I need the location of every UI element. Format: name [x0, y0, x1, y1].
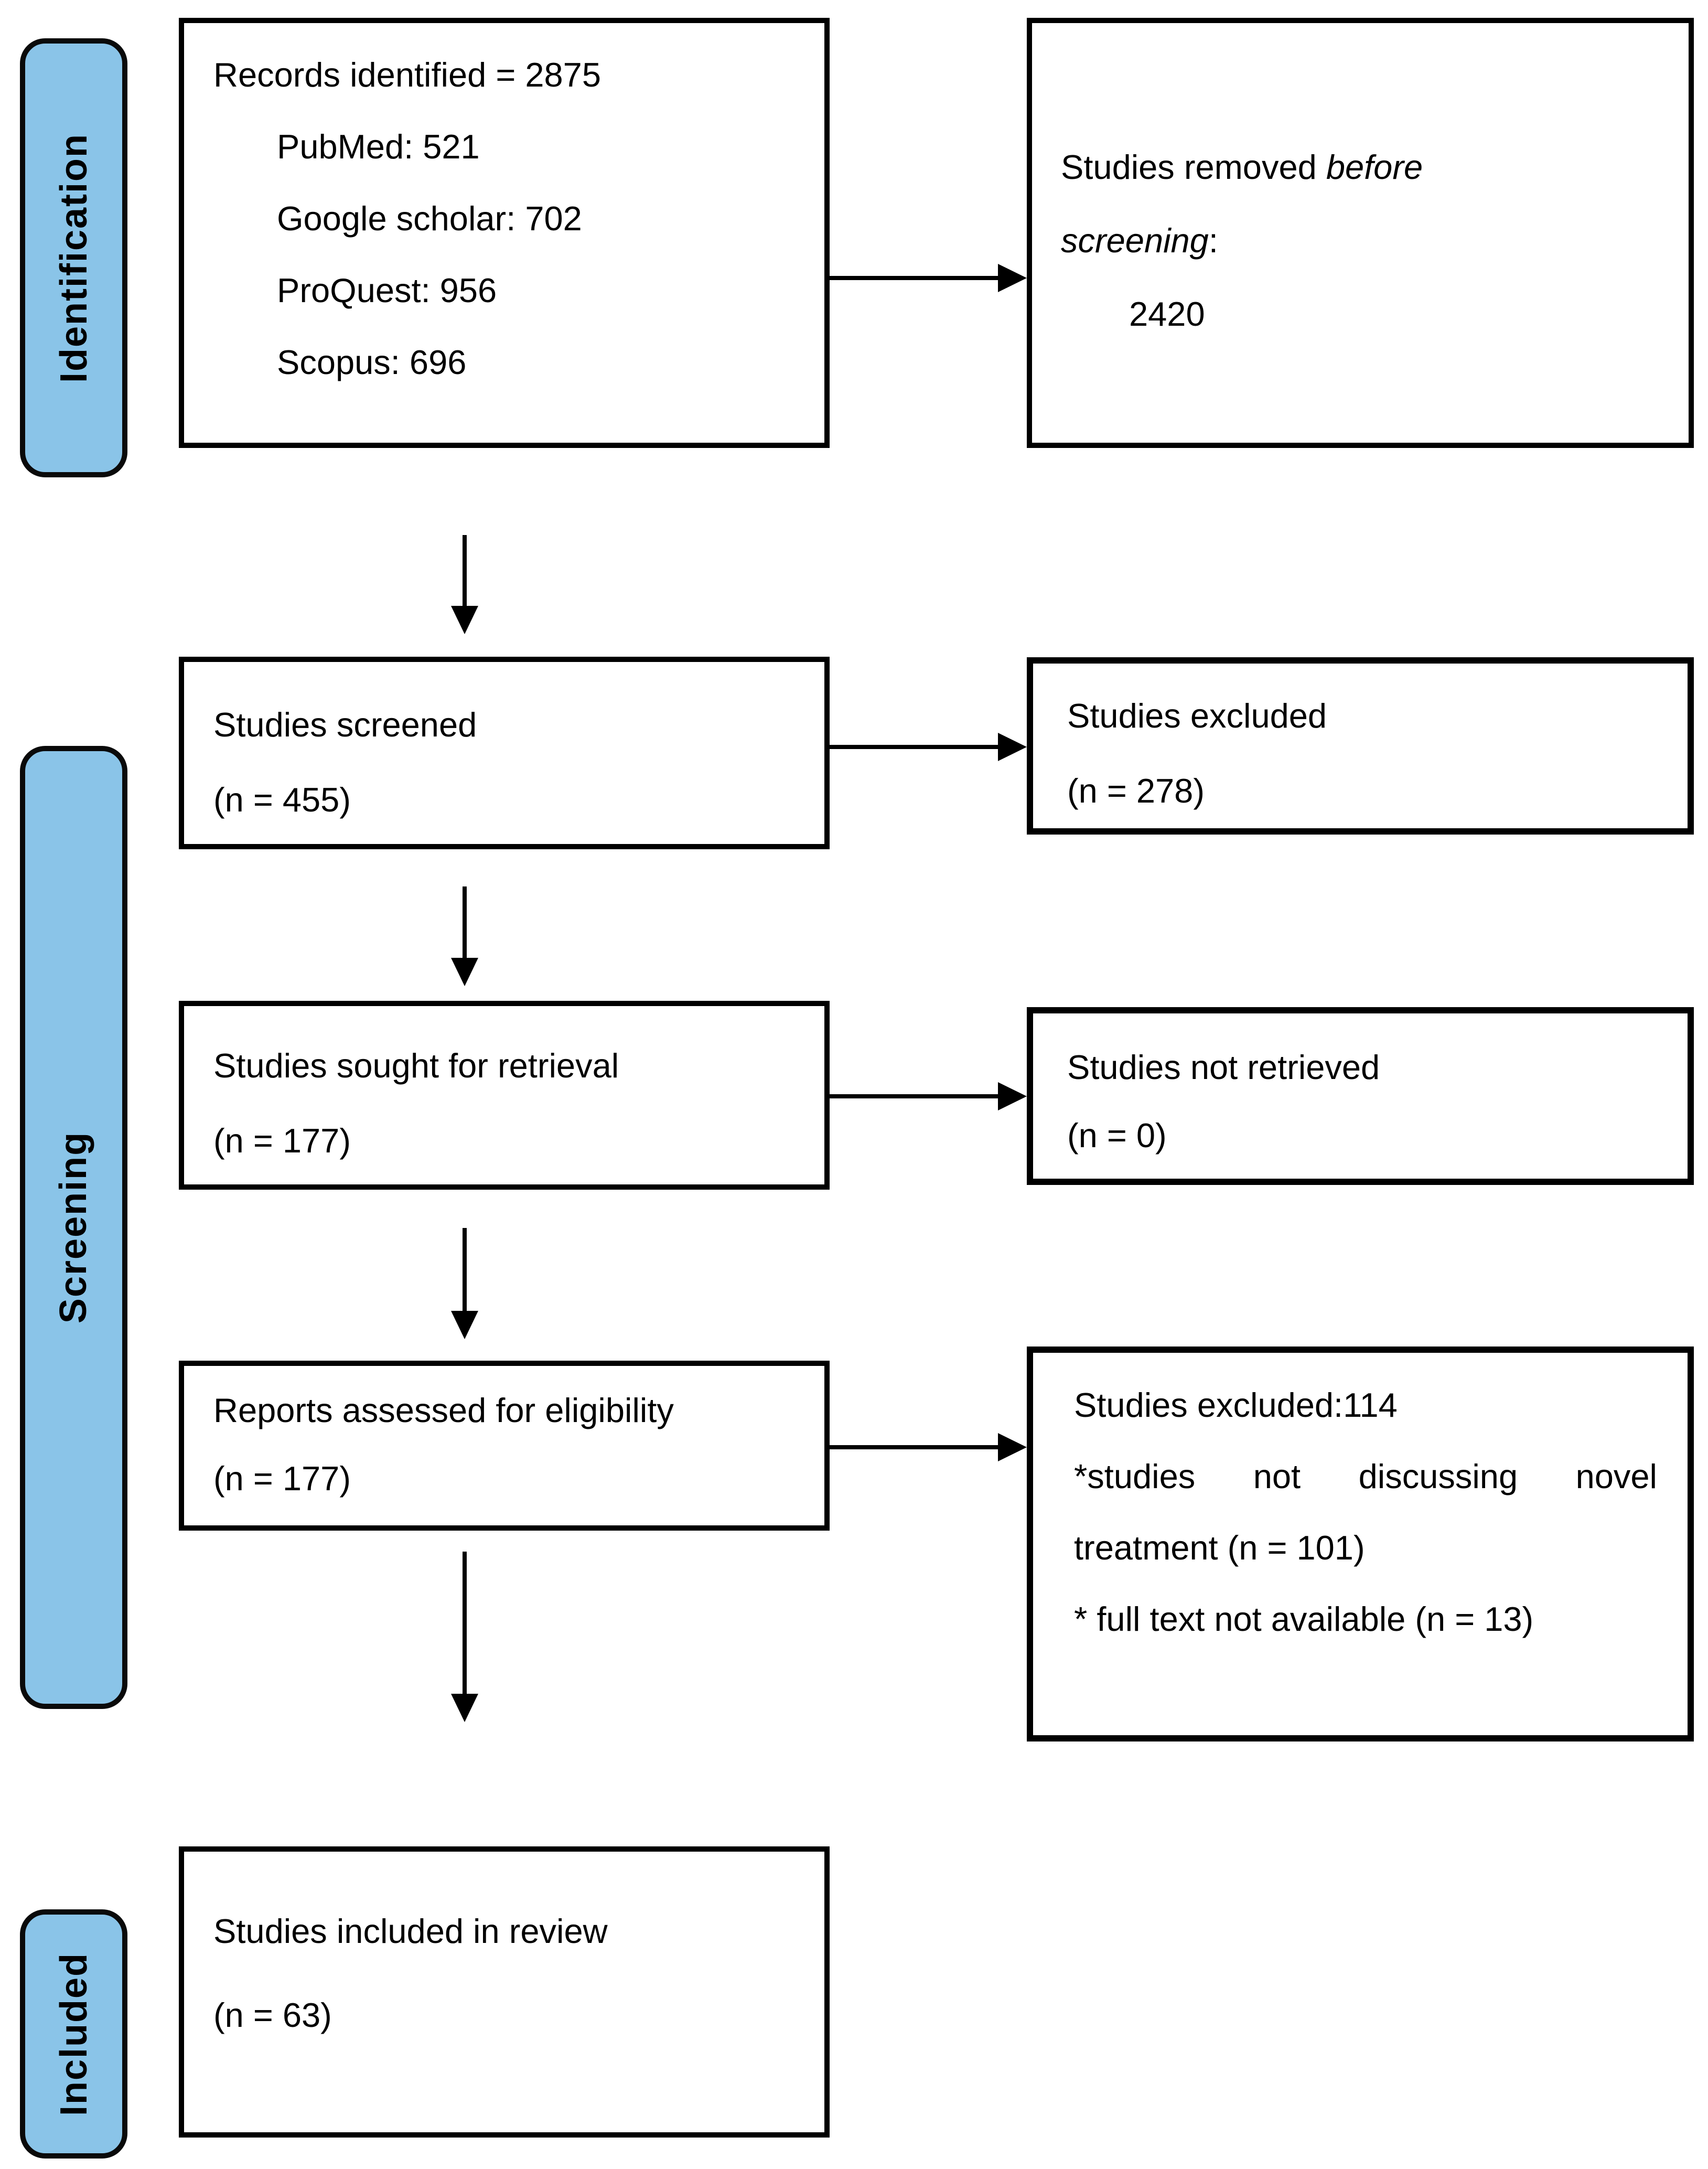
included-count: (n = 63): [213, 1996, 332, 2034]
screened-count: (n = 455): [213, 781, 351, 819]
sought-label: Studies sought for retrieval: [213, 1046, 619, 1085]
assessed-label: Reports assessed for eligibility: [213, 1391, 674, 1429]
stage-label-screening: Screening: [52, 1131, 95, 1324]
box-studies-screened: Studies screened (n = 455): [179, 657, 830, 849]
box-studies-excluded-screening: Studies excluded (n = 278): [1027, 657, 1694, 835]
arrow-screened-to-excluded-line: [830, 745, 999, 749]
arrow-sought-to-notretrieved-head: [998, 1082, 1027, 1110]
sought-count: (n = 177): [213, 1121, 351, 1160]
excluded2-reason2: * full text not available (n = 13): [1074, 1600, 1534, 1638]
stage-label-included: Included: [52, 1952, 95, 2116]
arrow-sought-to-assessed-head: [451, 1311, 478, 1339]
box-records-identified: Records identified = 2875 PubMed: 521 Go…: [179, 18, 830, 448]
stage-rail-included: Included: [20, 1909, 127, 2159]
arrow-records-to-removed-head: [998, 264, 1027, 292]
screened-label: Studies screened: [213, 706, 477, 744]
removed-line2: screening:: [1061, 204, 1668, 277]
records-source-proquest: ProQuest: 956: [277, 271, 497, 309]
arrow-records-to-screened-line: [463, 535, 467, 608]
box-studies-included: Studies included in review (n = 63): [179, 1846, 830, 2138]
removed-italic-screening: screening: [1061, 221, 1209, 260]
records-source-pubmed: PubMed: 521: [277, 127, 480, 166]
arrow-assessed-to-excluded-line: [830, 1445, 999, 1449]
removed-italic-before: before: [1326, 148, 1423, 186]
notretrieved-count: (n = 0): [1067, 1116, 1167, 1155]
removed-line1: Studies removed before: [1061, 131, 1668, 204]
arrow-sought-to-assessed-line: [463, 1228, 467, 1313]
arrow-screened-to-sought-head: [451, 958, 478, 986]
excluded1-count: (n = 278): [1067, 772, 1205, 810]
arrow-assessed-to-excluded-head: [998, 1433, 1027, 1461]
arrow-assessed-to-included-head: [451, 1694, 478, 1722]
arrow-sought-to-notretrieved-line: [830, 1094, 999, 1098]
notretrieved-label: Studies not retrieved: [1067, 1048, 1380, 1086]
removed-lead-text: Studies removed: [1061, 148, 1326, 186]
stage-rail-screening: Screening: [20, 746, 127, 1709]
excluded2-title: Studies excluded:114: [1074, 1386, 1398, 1424]
removed-count: 2420: [1129, 295, 1205, 333]
included-label: Studies included in review: [213, 1912, 608, 1950]
stage-rail-identification: Identification: [20, 38, 127, 477]
stage-label-identification: Identification: [52, 133, 95, 383]
excluded1-label: Studies excluded: [1067, 697, 1327, 735]
records-source-scopus: Scopus: 696: [277, 343, 467, 381]
arrow-screened-to-sought-line: [463, 886, 467, 960]
box-studies-sought-for-retrieval: Studies sought for retrieval (n = 177): [179, 1001, 830, 1190]
records-title: Records identified = 2875: [213, 56, 601, 94]
arrow-screened-to-excluded-head: [998, 733, 1027, 761]
arrow-assessed-to-included-line: [463, 1552, 467, 1696]
records-source-google-scholar: Google scholar: 702: [277, 199, 582, 238]
box-studies-not-retrieved: Studies not retrieved (n = 0): [1027, 1007, 1694, 1185]
assessed-count: (n = 177): [213, 1459, 351, 1498]
box-studies-removed-before-screening: Studies removed before screening: 2420: [1027, 18, 1694, 448]
box-studies-excluded-eligibility: Studies excluded:114 *studies not discus…: [1027, 1347, 1694, 1741]
excluded2-reason1: *studies not discussing novel treatment …: [1074, 1457, 1657, 1567]
box-reports-assessed: Reports assessed for eligibility (n = 17…: [179, 1361, 830, 1531]
removed-colon: :: [1208, 221, 1218, 260]
arrow-records-to-screened-head: [451, 606, 478, 634]
arrow-records-to-removed-line: [830, 276, 999, 280]
